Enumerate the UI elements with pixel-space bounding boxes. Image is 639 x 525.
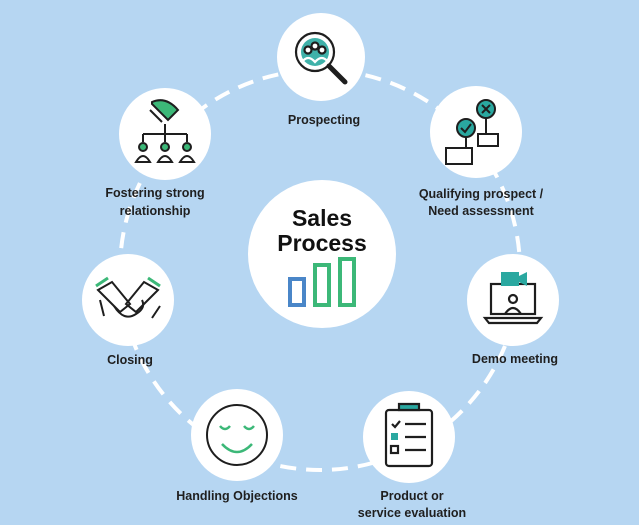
smiley-face-icon [206,404,268,466]
org-handshake-icon [134,99,196,163]
label-relationship-2: relationship [120,204,191,218]
node-demo [467,254,559,346]
center-title-line1: Sales [292,205,352,231]
label-demo: Demo meeting [472,352,558,366]
label-evaluation-1: Product or [380,489,443,503]
hands-check-cross-icon [445,99,499,165]
label-qualifying-2: Need assessment [428,204,534,218]
bar-chart-icon [288,257,356,307]
center-title-line2: Process [277,230,367,256]
center-node: Sales Process [248,180,396,328]
node-objections [191,389,283,481]
node-qualifying [430,86,522,178]
magnifier-people-icon [294,31,348,85]
node-prospecting [277,13,365,101]
laptop-video-icon [482,272,544,325]
label-evaluation-2: service evaluation [358,506,466,520]
node-evaluation [363,391,455,483]
label-qualifying-1: Qualifying prospect / [419,187,544,201]
clipboard-checklist-icon [384,402,434,468]
label-closing: Closing [107,353,153,367]
node-closing [82,254,174,346]
label-relationship-1: Fostering strong [105,186,204,200]
label-objections: Handling Objections [176,489,298,503]
label-prospecting: Prospecting [288,113,360,127]
node-relationship [119,88,211,180]
handshake-icon [95,276,161,319]
